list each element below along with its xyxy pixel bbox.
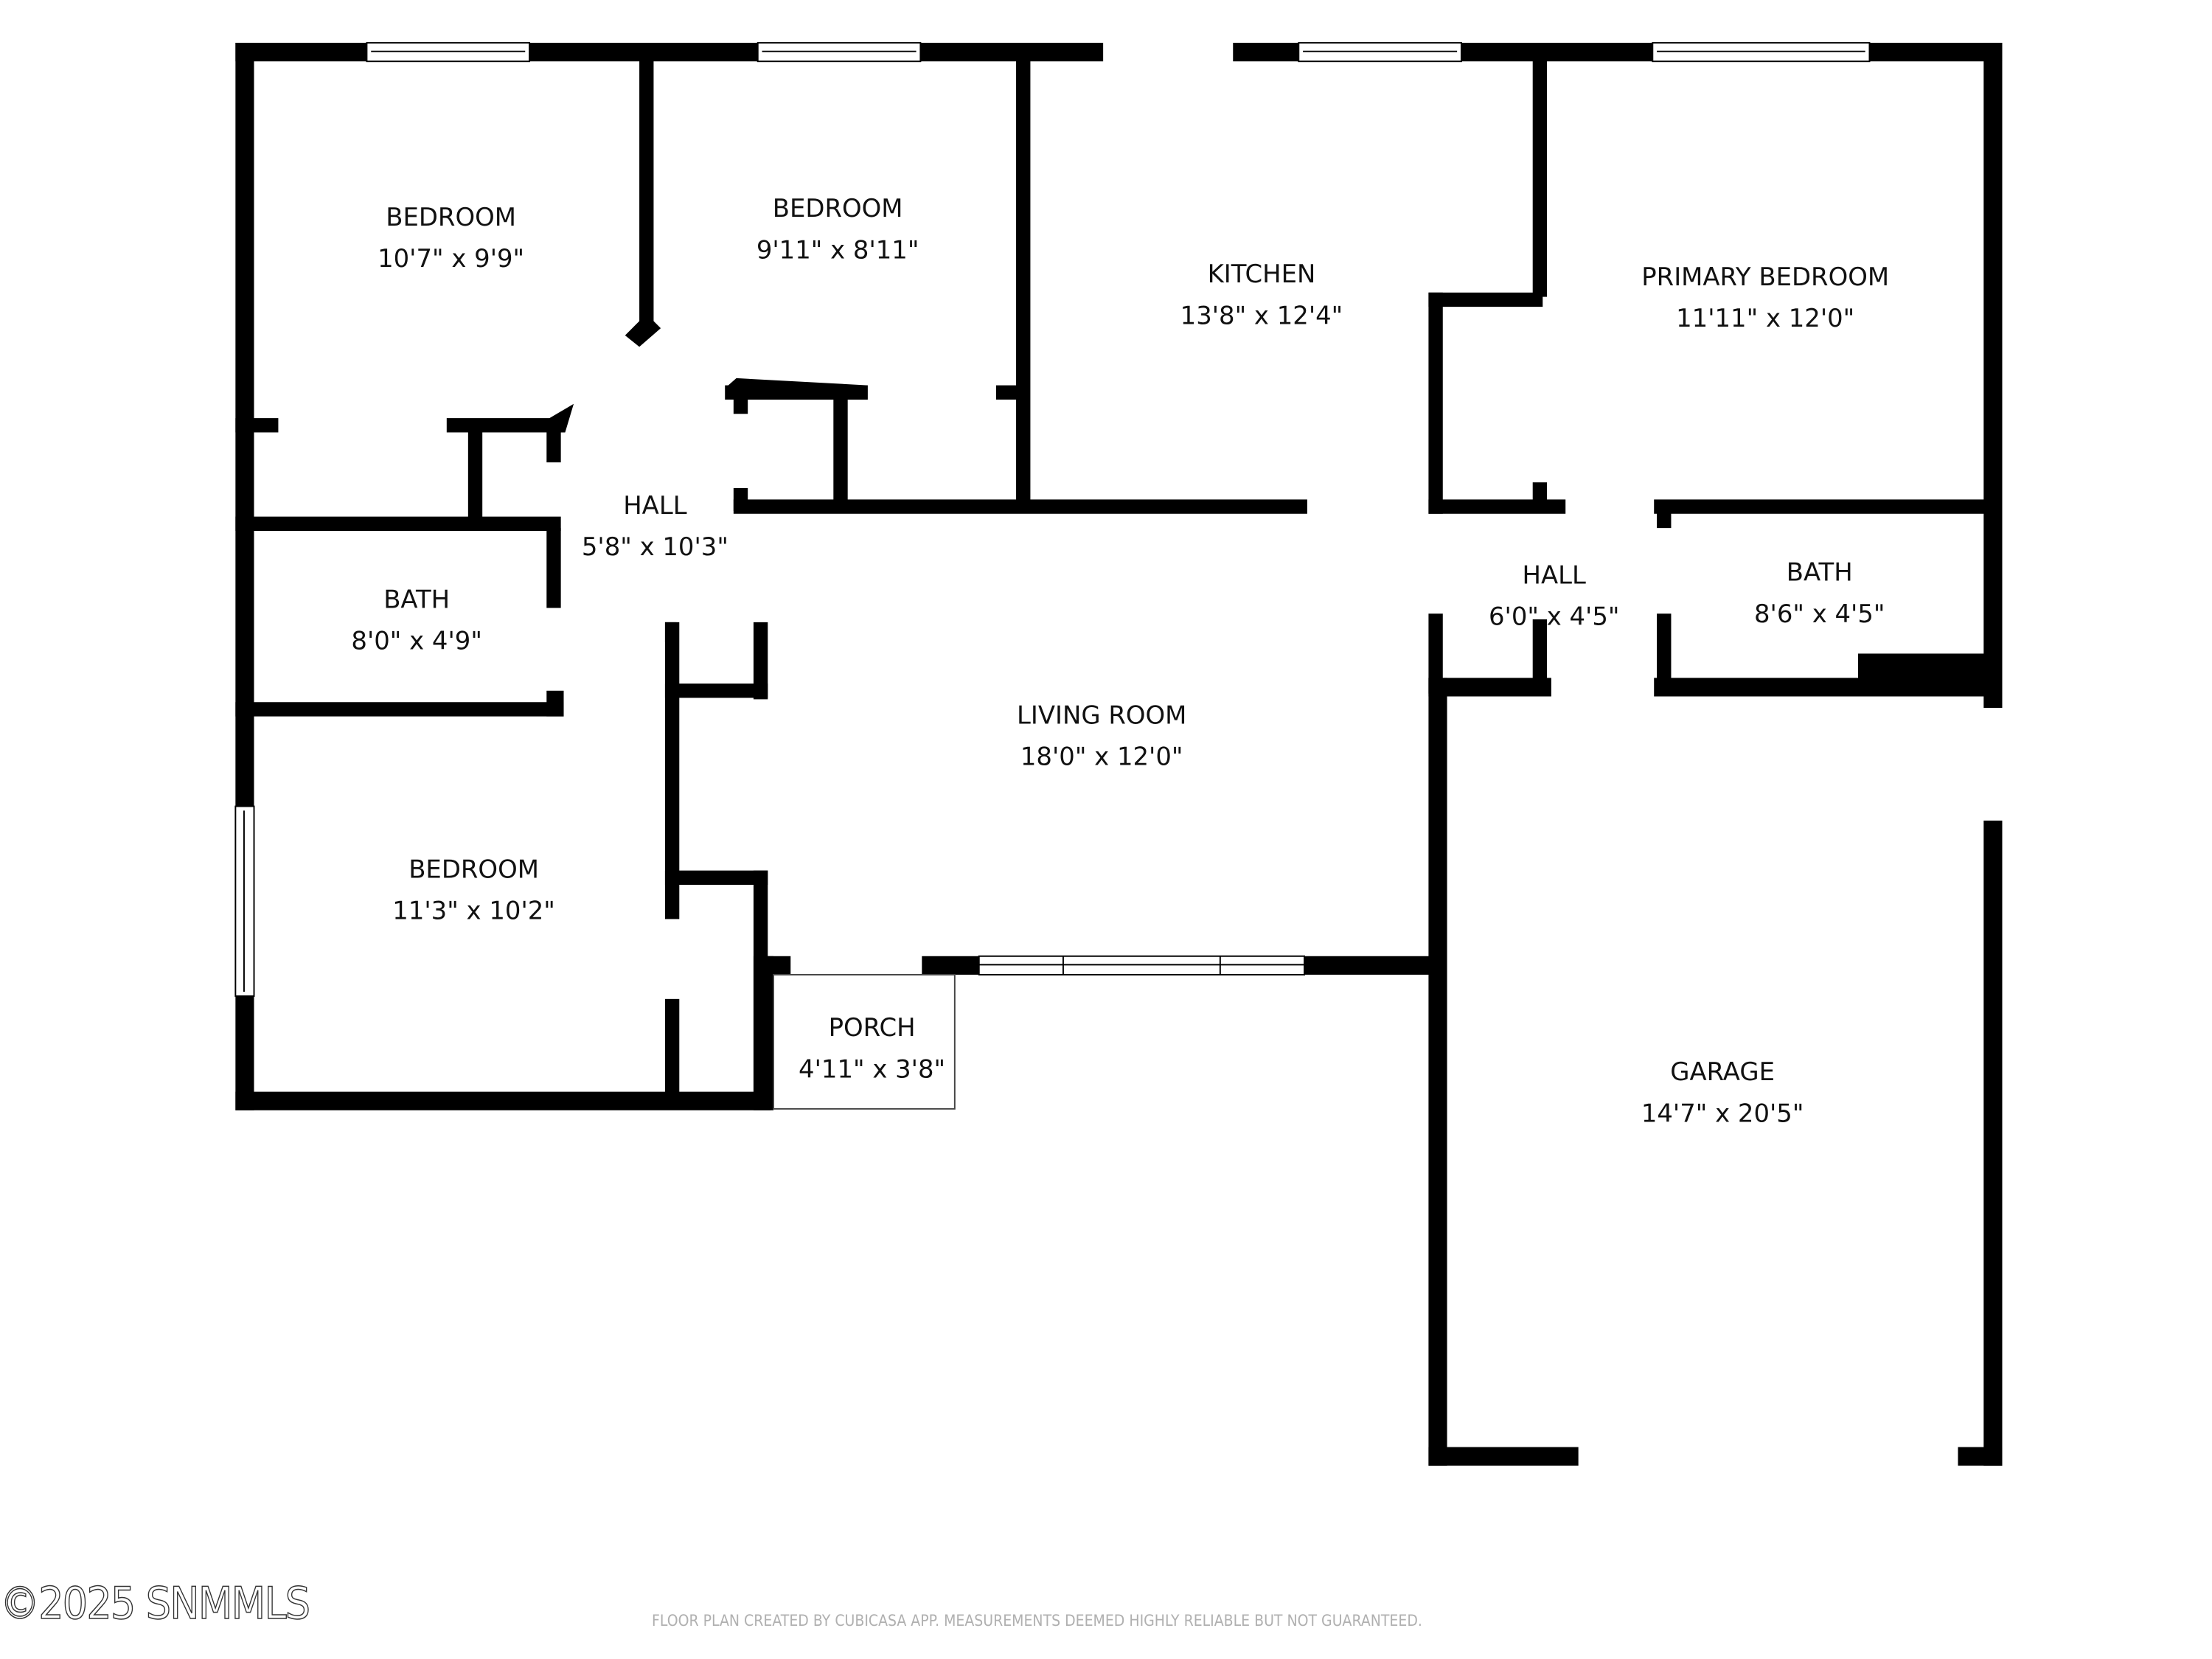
room-dims-bedroom-nw: 10'7" x 9'9" [378,244,524,273]
room-dims-living-room: 18'0" x 12'0" [1020,742,1183,771]
room-name-primary-bedroom: PRIMARY BEDROOM [1641,262,1889,291]
room-dims-primary-bedroom: 11'11" x 12'0" [1676,304,1854,333]
room-name-bedroom-sw: BEDROOM [408,855,539,883]
room-dims-bath-west: 8'0" x 4'9" [351,627,482,655]
room-name-porch: PORCH [829,1013,916,1042]
disclaimer-text: FLOOR PLAN CREATED BY CUBICASA APP. MEAS… [652,1612,1422,1630]
room-dims-bath-east: 8'6" x 4'5" [1754,599,1885,628]
room-name-bedroom-nw: BEDROOM [386,203,516,232]
room-name-bath-west: BATH [383,585,450,614]
walls [235,43,2003,1466]
room-name-bedroom-n: BEDROOM [773,194,903,223]
room-name-living-room: LIVING ROOM [1017,700,1186,729]
room-name-kitchen: KITCHEN [1208,260,1316,288]
room-name-hall-east: HALL [1523,561,1586,590]
room-dims-bedroom-sw: 11'3" x 10'2" [392,896,555,925]
copyright-watermark: ©2025 SNMMLS [0,1577,311,1630]
room-dims-garage: 14'7" x 20'5" [1641,1099,1804,1127]
room-dims-kitchen: 13'8" x 12'4" [1180,301,1343,330]
room-dims-porch: 4'11" x 3'8" [799,1054,945,1083]
room-dims-hall-west: 5'8" x 10'3" [582,532,728,561]
room-name-hall-west: HALL [623,491,686,520]
room-name-bath-east: BATH [1787,558,1853,587]
windows [234,42,1871,1110]
room-labels: BEDROOM 10'7" x 9'9" BEDROOM 9'11" x 8'1… [351,194,1889,1127]
room-dims-hall-east: 6'0" x 4'5" [1489,602,1620,631]
room-name-garage: GARAGE [1670,1057,1775,1086]
room-dims-bedroom-n: 9'11" x 8'11" [757,235,919,264]
